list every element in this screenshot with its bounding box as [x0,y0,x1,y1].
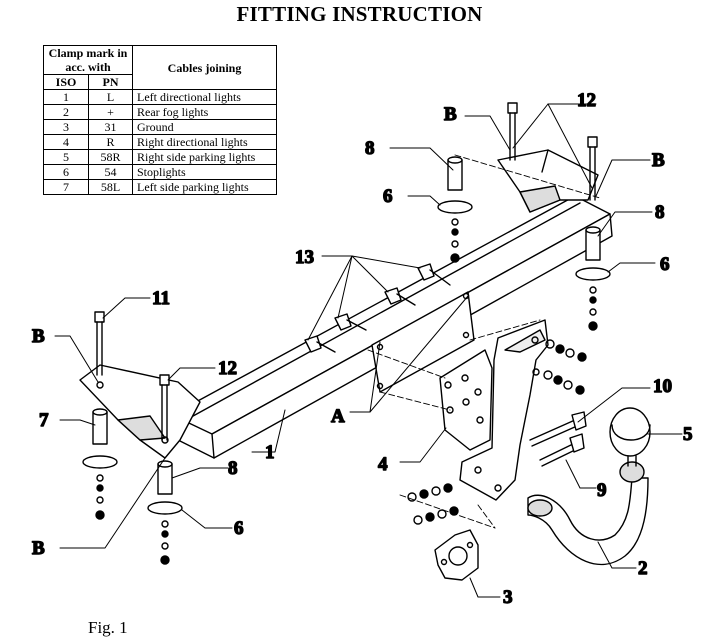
label-11: 11 [152,288,170,309]
label-b-left: B [32,326,45,347]
bracket-nuts-right [543,339,587,395]
cable-joining-table: Clamp mark in acc. with Cables joining I… [43,45,277,195]
pn-cell: 58L [88,179,133,195]
leader-lines [54,103,683,598]
spacer-washer-stacks [82,156,611,565]
bracket-nuts-lower [407,483,459,525]
pn-header: PN [88,74,133,90]
label-5: 5 [683,424,693,445]
label-12-left: 12 [218,358,237,379]
label-13: 13 [295,247,314,268]
right-bracket-plate [497,149,599,213]
label-10: 10 [653,376,672,397]
table-row: 3 31 Ground [43,119,277,135]
table-row: 6 54 Stoplights [43,164,277,180]
label-7: 7 [39,410,49,431]
label-9: 9 [597,480,607,501]
label-8-right: 8 [655,202,665,223]
figure-label: Fig. 1 [88,618,128,637]
pn-cell: 31 [88,119,133,135]
tow-ball-assembly [527,407,651,566]
bolts-13 [304,263,451,353]
label-2: 2 [638,558,648,579]
iso-cell: 7 [43,179,89,195]
socket-plate [434,529,479,581]
table-row: 7 58L Left side parking lights [43,179,277,195]
desc-cell: Ground [132,119,277,135]
assembly-guide-lines [367,154,601,529]
label-b-right: B [652,150,665,171]
desc-cell: Left side parking lights [132,179,277,195]
desc-cell: Right side parking lights [132,149,277,165]
table-header-row: Clamp mark in acc. with Cables joining [43,45,277,90]
label-8-top: 8 [365,138,375,159]
label-b-top: B [444,104,457,125]
label-6-lower: 6 [234,518,244,539]
label-6-right: 6 [660,254,670,275]
left-bracket-plate [79,364,201,459]
label-a: A [331,406,345,427]
cables-joining-header: Cables joining [132,45,277,90]
desc-cell: Right directional lights [132,134,277,150]
label-12-top: 12 [577,90,596,111]
pn-cell: 54 [88,164,133,180]
label-4: 4 [378,454,388,475]
hitch-bolts [529,411,587,467]
label-b-lower: B [32,538,45,559]
desc-cell: Stoplights [132,164,277,180]
table-row: 4 R Right directional lights [43,134,277,150]
label-3: 3 [503,587,513,608]
label-1: 1 [265,442,275,463]
bolts-12-11 [94,102,598,441]
page-title: FITTING INSTRUCTION [236,2,483,26]
label-8-lower: 8 [228,458,238,479]
clamp-mark-header: Clamp mark in acc. with [43,45,133,75]
label-6-top: 6 [383,186,393,207]
